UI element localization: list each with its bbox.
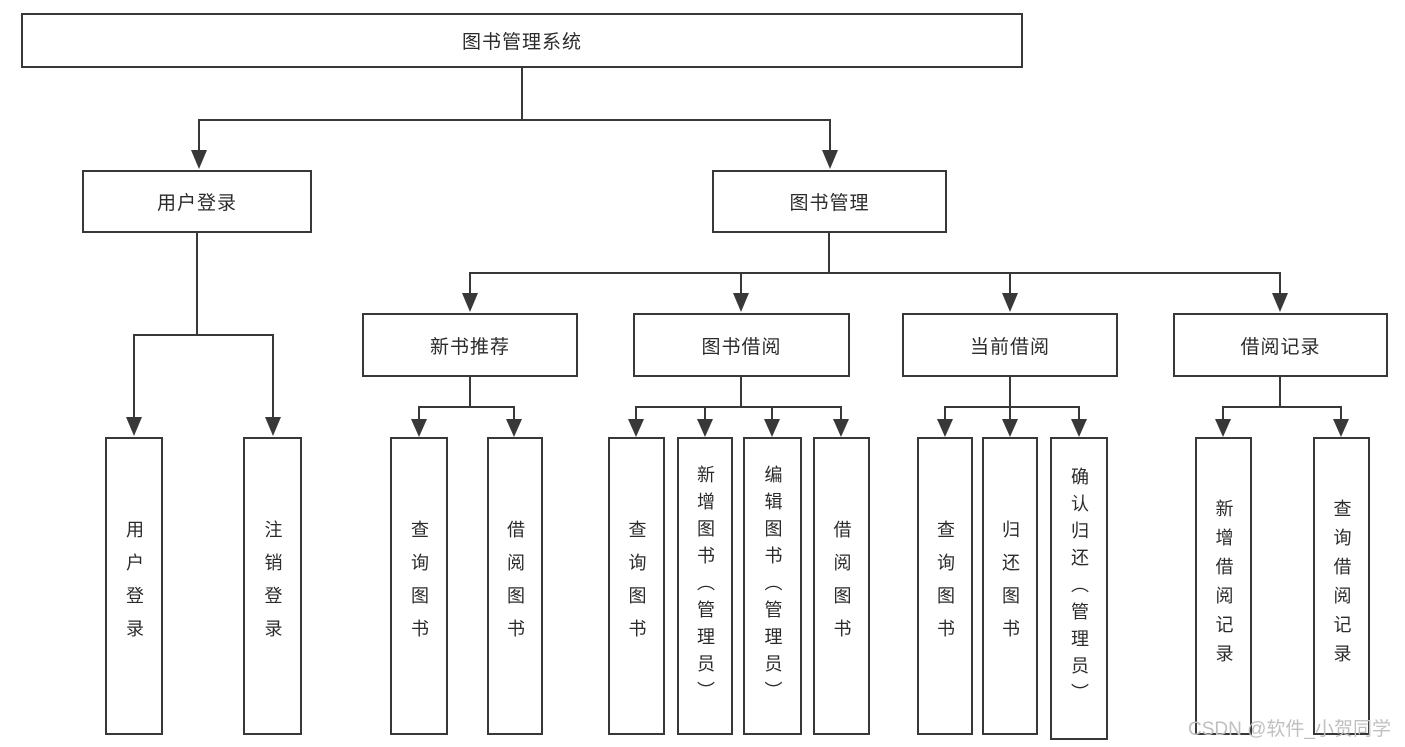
node-label: 当前借阅 [969, 336, 1050, 358]
node-new-book-recommend: 新书推荐 [362, 313, 578, 377]
node-current-borrowing: 当前借阅 [902, 313, 1118, 377]
node-borrowing-records: 借阅记录 [1173, 313, 1388, 377]
node-label: 图书管理系统 [461, 32, 582, 53]
node-label: 注销登录 [262, 520, 283, 652]
connector-level2-to-leaves [411, 377, 1349, 437]
node-label: 借阅记录 [1240, 336, 1321, 358]
leaf-confirm-return-admin: 确认归还（管理员） [1050, 437, 1108, 740]
connector-userlogin-to-leaves [126, 233, 281, 436]
leaf-add-book-admin: 新增图书（管理员） [677, 437, 733, 735]
connector-root-to-level1 [191, 68, 838, 169]
node-label: 确认归还（管理员） [1069, 467, 1089, 710]
node-label: 查询图书 [626, 520, 647, 652]
node-label: 图书借阅 [701, 336, 782, 358]
leaf-query-books-borrowing: 查询图书 [608, 437, 665, 735]
node-user-login-module: 用户登录 [82, 170, 312, 233]
node-label: 新增借阅记录 [1213, 499, 1234, 673]
node-label: 查询图书 [935, 520, 955, 652]
leaf-user-login: 用户登录 [105, 437, 163, 735]
node-label: 借阅图书 [505, 520, 525, 652]
leaf-query-borrow-record: 查询借阅记录 [1313, 437, 1370, 735]
leaf-query-books-current: 查询图书 [917, 437, 973, 735]
leaf-borrow-books-borrowing: 借阅图书 [813, 437, 870, 735]
node-label: 新书推荐 [429, 336, 510, 358]
leaf-logout: 注销登录 [243, 437, 302, 735]
node-label: 归还图书 [1000, 520, 1020, 652]
leaf-return-books: 归还图书 [982, 437, 1038, 735]
leaf-query-books-recommend: 查询图书 [390, 437, 448, 735]
csdn-watermark: CSDN @软件_小贺同学 [1188, 719, 1391, 740]
node-label: 编辑图书（管理员） [762, 464, 783, 708]
node-label: 借阅图书 [831, 520, 852, 652]
node-label: 用户登录 [156, 193, 237, 214]
node-book-borrowing: 图书借阅 [633, 313, 850, 377]
node-label: 查询借阅记录 [1331, 499, 1352, 673]
node-label: 新增图书（管理员） [695, 464, 715, 708]
node-library-system-root: 图书管理系统 [21, 13, 1023, 68]
node-book-management-module: 图书管理 [712, 170, 947, 233]
node-label: 图书管理 [789, 193, 870, 214]
node-label: 查询图书 [409, 520, 429, 652]
leaf-edit-book-admin: 编辑图书（管理员） [743, 437, 802, 735]
connector-bookmgmt-to-level2 [462, 233, 1288, 312]
leaf-borrow-books-recommend: 借阅图书 [487, 437, 543, 735]
node-label: 用户登录 [124, 520, 144, 652]
leaf-add-borrow-record: 新增借阅记录 [1195, 437, 1252, 735]
